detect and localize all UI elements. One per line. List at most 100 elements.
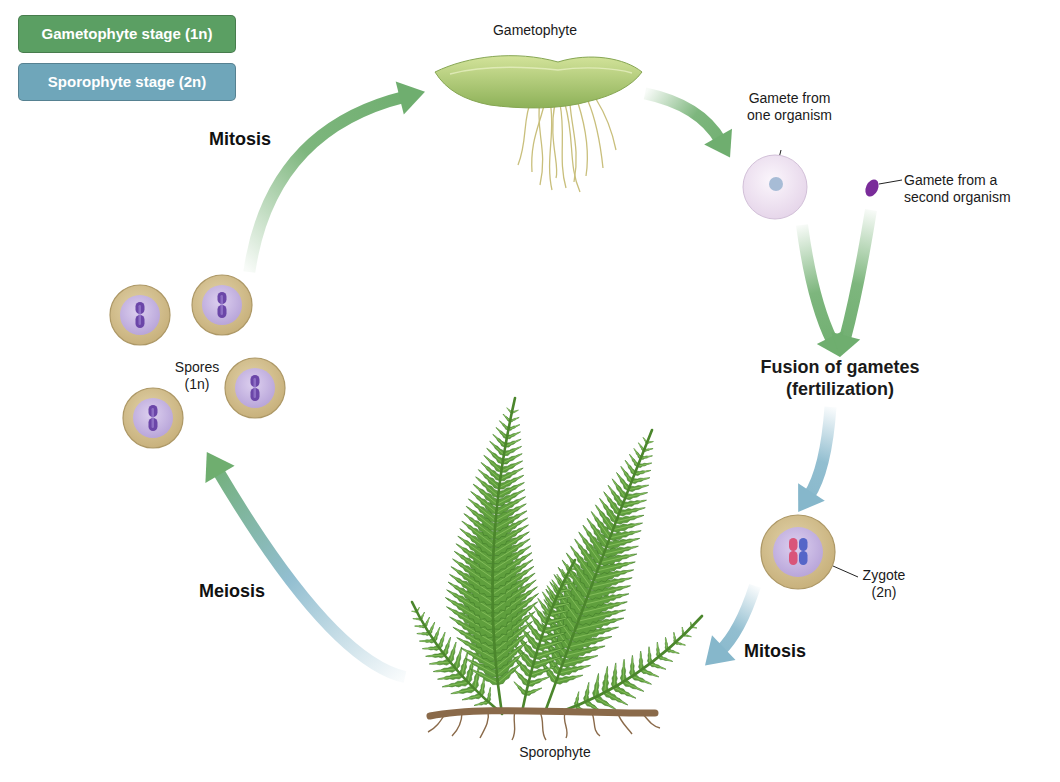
pinna-midrib <box>453 689 475 693</box>
fern-fronds <box>412 398 702 714</box>
pinna-midrib <box>439 676 461 679</box>
fern-pinna <box>472 665 479 689</box>
thallus <box>435 56 642 108</box>
arrow-shaft <box>645 93 721 140</box>
pinna-midrib <box>543 593 552 607</box>
pinna-midrib <box>541 633 564 640</box>
pinna-midrib <box>439 633 444 648</box>
pinna-midrib <box>559 666 588 673</box>
pinna-midrib <box>657 643 658 657</box>
zygote-cell <box>761 515 858 589</box>
cycle-arrow <box>645 93 732 157</box>
pinna-midrib <box>462 654 467 676</box>
pinna-midrib <box>538 641 563 648</box>
pinna-midrib <box>431 662 450 664</box>
node-label: Gamete from one organism <box>737 90 842 124</box>
pinna-midrib <box>640 653 642 671</box>
pinna-midrib <box>475 702 488 705</box>
pinna-midrib <box>610 531 639 538</box>
pinna-midrib <box>623 661 625 682</box>
fern-pinna <box>622 500 647 508</box>
pinna-midrib <box>445 639 451 656</box>
fern-pinna <box>593 673 599 697</box>
pinna-midrib <box>481 678 484 696</box>
rhizoids <box>518 98 616 192</box>
pinna-midrib <box>464 695 482 699</box>
pinna-midrib <box>613 524 640 530</box>
arrow-shaft <box>809 407 831 496</box>
fern-pinna <box>433 666 456 672</box>
fern-pinna <box>556 675 583 684</box>
cycle-arrow <box>205 452 405 677</box>
fern-pinna <box>632 675 652 684</box>
fern-pinna <box>448 642 456 662</box>
fern-pinna <box>641 669 659 677</box>
cycle-arrow <box>831 210 871 357</box>
pinna-midrib <box>528 678 548 685</box>
pinna-midrib <box>632 657 633 676</box>
fern-pinna <box>559 665 591 675</box>
fern-pinna <box>609 531 641 541</box>
pinna-midrib <box>586 684 589 702</box>
pinna-midrib <box>546 618 566 623</box>
fern-rachis <box>522 560 575 712</box>
fern-pinna <box>442 680 468 687</box>
spores-illustration <box>110 275 285 448</box>
pinna-midrib <box>667 650 678 653</box>
pinna-midrib <box>504 447 520 454</box>
arrow-head <box>705 635 736 665</box>
egg-cell <box>743 150 807 219</box>
zygote-node: Zygote (2n) <box>755 512 915 594</box>
pinna-midrib <box>619 508 643 513</box>
pinna-midrib <box>650 664 665 669</box>
pinna-midrib <box>634 449 640 458</box>
fern-pinna <box>623 681 644 692</box>
node-label: Zygote (2n) <box>855 567 913 601</box>
pinna-midrib <box>427 655 444 656</box>
pinna-midrib <box>625 493 646 498</box>
legend-text: Gametophyte stage (1n) <box>42 25 213 42</box>
pinna-midrib <box>434 628 439 641</box>
sporophyte-node: Sporophyte <box>405 392 705 772</box>
thallus-highlight <box>450 67 632 74</box>
pinna-midrib <box>605 668 608 692</box>
node-label: Sporophyte <box>405 744 705 761</box>
pinna-midrib <box>614 687 634 697</box>
sporophyte-illustration <box>412 398 702 740</box>
fern-pinna <box>625 493 648 500</box>
pinna-midrib <box>666 638 667 650</box>
pinna-midrib <box>595 675 598 697</box>
spores-node: Spores (1n) <box>105 272 290 452</box>
fern-pinna <box>451 687 475 694</box>
pinna-midrib <box>544 626 566 632</box>
arrow-shaft <box>217 470 405 677</box>
pinna-midrib <box>450 644 456 662</box>
process-label: Meiosis <box>172 581 292 602</box>
fern-pinna <box>616 515 644 524</box>
pinna-midrib <box>530 667 554 675</box>
arrow-shaft <box>802 225 832 341</box>
arrow-shaft <box>845 210 871 340</box>
legend-swatch: Gametophyte stage (1n) <box>18 15 236 53</box>
pinna-midrib <box>626 461 635 474</box>
arrow-head <box>704 129 732 158</box>
node-label: Spores (1n) <box>162 359 232 393</box>
arrow-head <box>798 483 825 512</box>
fern-pinna <box>438 673 463 679</box>
node-label: Gametophyte <box>425 22 645 39</box>
pinna-midrib <box>500 421 508 429</box>
process-label: Mitosis <box>180 129 300 150</box>
arrow-shaft <box>249 97 404 272</box>
arrow-head <box>205 452 234 483</box>
fern-pinna <box>543 625 567 633</box>
pinna-midrib <box>435 669 456 672</box>
pinna-midrib <box>488 689 490 702</box>
pinna-midrib <box>649 648 651 664</box>
node-label: Gamete from a second organism <box>904 172 1029 206</box>
pinna-midrib <box>628 486 647 490</box>
pinna-midrib <box>548 587 556 599</box>
gamete-node: Gamete from a second organism <box>862 168 1042 210</box>
fern-pinna <box>630 655 636 676</box>
fern-pinna <box>540 633 566 642</box>
